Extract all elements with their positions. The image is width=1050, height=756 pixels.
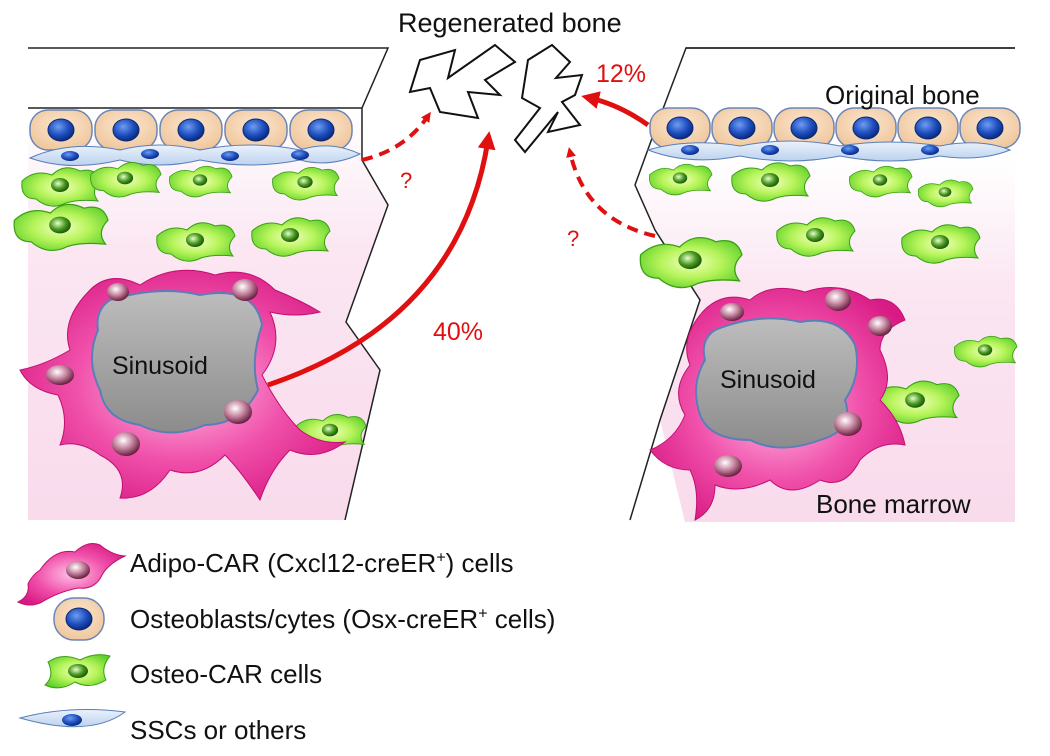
osteo-car-cell <box>849 165 913 198</box>
legend-ssc: SSCs or others <box>130 715 307 745</box>
arrow-adipo-car-40 <box>267 131 496 388</box>
right-sinusoid <box>695 317 858 449</box>
osteoblast-cell <box>897 107 959 149</box>
arrow-right-unknown <box>566 147 656 238</box>
osteo-car-cell <box>21 167 101 207</box>
osteo-car-cell <box>776 217 856 257</box>
ssc-cell-icon <box>18 709 127 728</box>
osteoblast-cell <box>289 109 353 151</box>
right-adipo-car-network <box>649 287 906 521</box>
left-ssc-row <box>28 144 362 166</box>
unknown-left-label: ? <box>400 168 413 193</box>
regenerated-bone-label: Regenerated bone <box>398 8 622 38</box>
arrow-left-unknown <box>361 111 431 162</box>
adipo-car-cell-icon <box>16 543 127 606</box>
legend-adipo-car: Adipo-CAR (Cxcl12-creER+) cells <box>130 550 514 576</box>
osteoblast-cell <box>773 107 835 149</box>
osteo-car-cell-icon <box>44 654 111 689</box>
bone-marrow-label: Bone marrow <box>816 489 971 519</box>
osteo-car-cell <box>954 335 1018 368</box>
legend-adipo-car-sup: + <box>436 549 446 567</box>
percent-12-label: 12% <box>596 60 647 88</box>
osteoblast-cell <box>94 109 158 151</box>
percent-40-label: 40% <box>433 318 484 346</box>
osteoblast-cell <box>29 109 93 151</box>
regenerated-bone-fragments <box>408 43 584 154</box>
osteo-car-cells <box>13 162 1018 450</box>
legend-osteoblast-text: Osteoblasts/cytes (Osx-creER <box>130 604 479 634</box>
osteo-car-cell <box>901 224 981 264</box>
osteo-car-cell <box>272 166 340 201</box>
right-fracture-line <box>629 47 1015 521</box>
regenerated-fragment-2 <box>513 43 584 154</box>
arrow-osteoblast-12 <box>581 91 650 128</box>
osteoblast-cell <box>711 107 773 149</box>
original-bone-label: Original bone <box>825 80 980 110</box>
left-osteoblast-row <box>29 109 353 151</box>
osteo-car-cell <box>13 203 109 252</box>
osteoblast-cell <box>159 109 223 151</box>
osteoblast-cell <box>835 107 897 149</box>
legend-osteo-car: Osteo-CAR cells <box>130 659 323 689</box>
osteo-car-cell <box>251 217 331 257</box>
legend-osteoblast-tail: cells) <box>487 604 556 634</box>
left-adipo-car-network <box>19 269 347 502</box>
osteo-car-cell <box>639 237 743 289</box>
osteo-car-cell <box>169 165 233 198</box>
unknown-right-label: ? <box>567 226 580 251</box>
left-sinusoid-label: Sinusoid <box>112 352 208 380</box>
legend-osteoblast-sup: + <box>478 605 488 623</box>
osteo-car-cell <box>649 163 713 196</box>
regenerated-fragment-1 <box>408 43 517 120</box>
legend-adipo-car-tail: ) cells <box>445 548 514 578</box>
right-sinusoid-label: Sinusoid <box>720 366 816 394</box>
osteoblast-cell <box>959 107 1021 149</box>
left-sinusoid <box>90 290 264 434</box>
left-fracture-line <box>28 47 390 521</box>
legend-adipo-car-text: Adipo-CAR (Cxcl12-creER <box>130 548 437 578</box>
legend-osteoblast: Osteoblasts/cytes (Osx-creER+ cells) <box>130 606 555 632</box>
lineage-arrows <box>267 91 656 388</box>
right-ssc-row <box>646 140 1012 162</box>
osteo-car-cell <box>156 222 236 262</box>
osteo-car-cell <box>731 162 811 202</box>
osteoblast-cell <box>649 107 711 149</box>
right-osteoblast-row <box>649 107 1021 149</box>
osteoblast-cell-icon <box>53 597 105 641</box>
osteo-car-cell <box>90 162 162 198</box>
legend-icons <box>16 543 127 728</box>
osteoblast-cell <box>224 109 288 151</box>
osteo-car-cell <box>917 179 974 208</box>
